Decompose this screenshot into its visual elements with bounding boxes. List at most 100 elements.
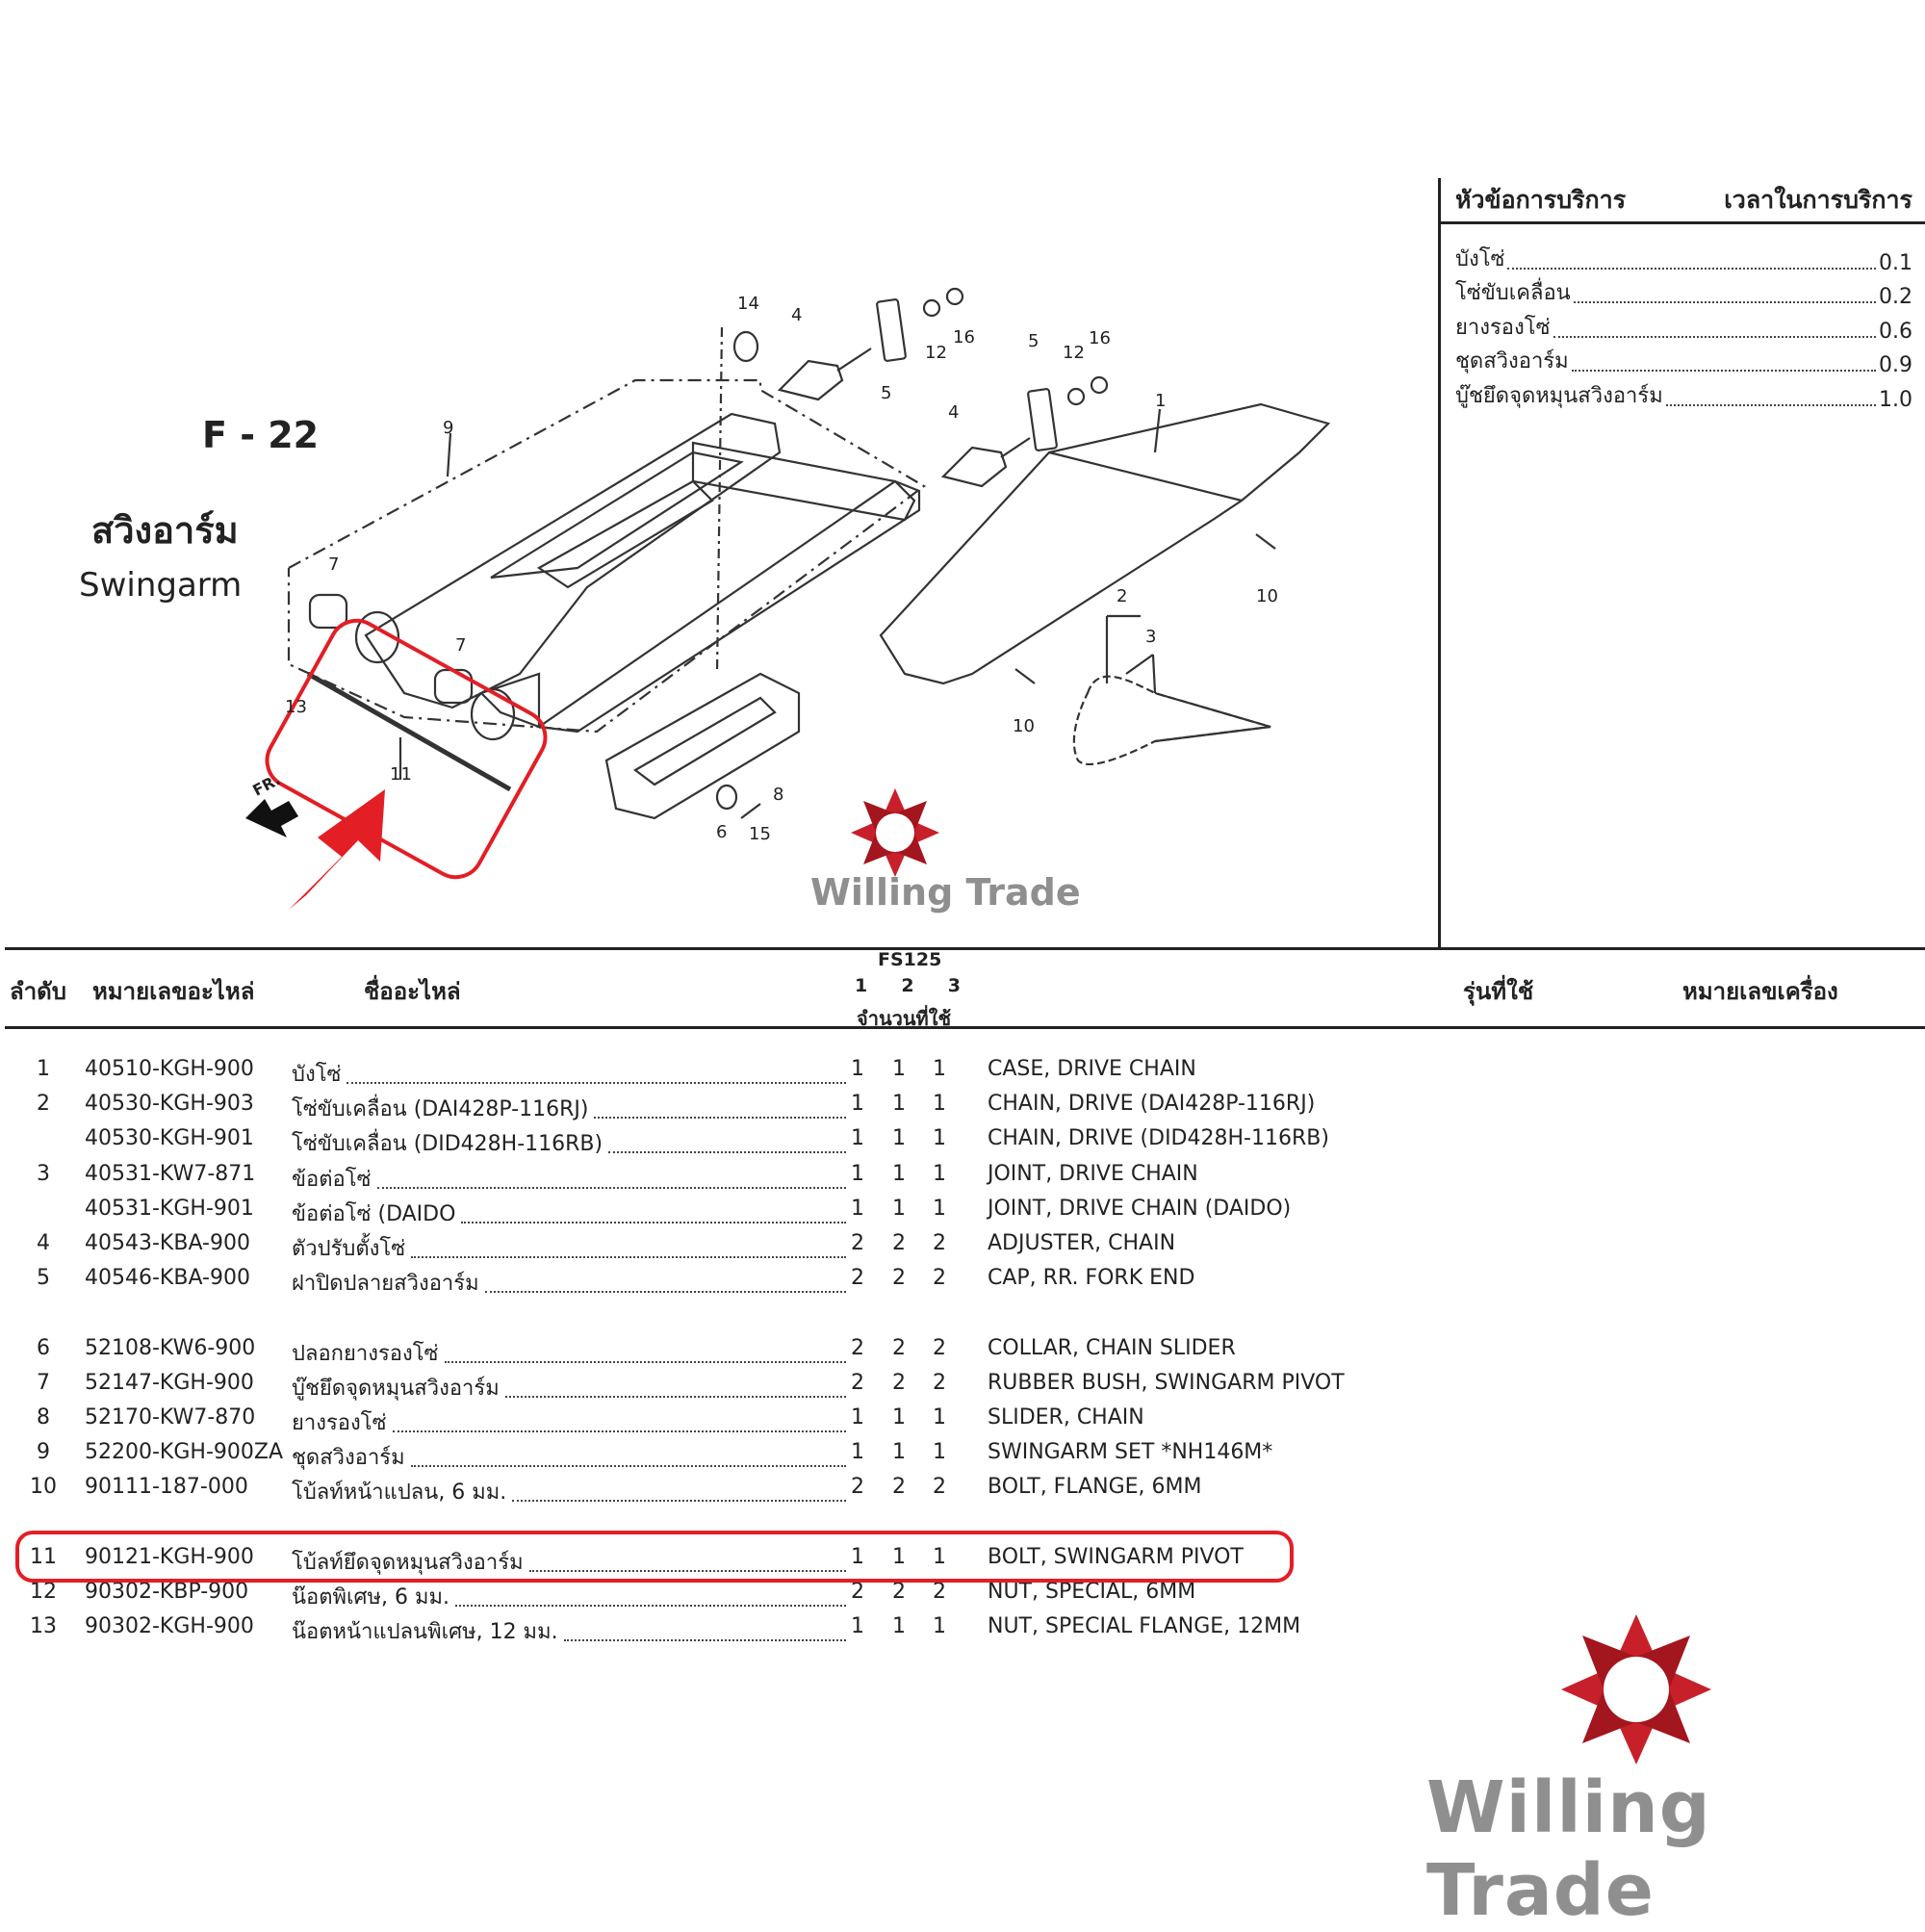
pivot-bolt-highlight: [265, 618, 548, 880]
nut-12-upper: [922, 298, 941, 318]
row-name-english: CAP, RR. FORK END: [988, 1266, 1195, 1291]
row-part-number: 52108-KW6-900: [85, 1335, 256, 1360]
row-name-text: บู๊ชยึดจุดหมุนสวิงอาร์ม: [292, 1376, 500, 1401]
table-row: 7 52147-KGH-900 บู๊ชยึดจุดหมุนสวิงอาร์ม …: [0, 1371, 1444, 1405]
pivot-tube-right: [470, 687, 516, 741]
row-name: ข้อต่อโซ่ (DAIDO: [292, 1197, 850, 1230]
col-header-used-in: รุ่นที่ใช้: [1463, 978, 1534, 1005]
watermark-text: Willing Trade: [810, 871, 1081, 914]
row-name-text: ฝาปิดปลายสวิงอาร์ม: [292, 1272, 479, 1297]
row-part-number: 90302-KGH-900: [85, 1614, 254, 1638]
row-name-english: BOLT, FLANGE, 6MM: [988, 1475, 1202, 1500]
callout-number: 13: [285, 697, 307, 717]
row-no: 13: [30, 1614, 57, 1638]
callout-number: 16: [953, 327, 975, 348]
row-name-text: บังโซ่: [292, 1063, 342, 1087]
row-qty-3: 1: [933, 1544, 946, 1569]
col-header-part-no: หมายเลขอะไหล่: [92, 978, 255, 1005]
pivot-bolt-11: [306, 671, 512, 792]
row-name-text: ข้อต่อโซ่: [292, 1167, 372, 1192]
row-qty-2: 2: [892, 1475, 906, 1500]
row-part-number: 40546-KBA-900: [85, 1266, 250, 1291]
parts-table-body: 1 40510-KGH-900 บังโซ่ 1 1 1 CASE, DRIVE…: [0, 1057, 1444, 1649]
row-part-number: 52200-KGH-900ZA: [85, 1440, 283, 1465]
row-part-number: 40530-KGH-901: [85, 1126, 254, 1151]
service-item-time: 0.6: [1879, 319, 1912, 344]
row-part-number: 52170-KW7-870: [85, 1404, 256, 1430]
row-qty-2: 2: [892, 1266, 906, 1291]
row-no: 10: [30, 1475, 57, 1500]
table-row: 40531-KGH-901 ข้อต่อโซ่ (DAIDO 1 1 1 JOI…: [0, 1197, 1444, 1231]
callout-number: 10: [1013, 716, 1035, 736]
leader-dots: [608, 1126, 846, 1154]
row-name: บังโซ่: [292, 1057, 850, 1091]
row-name-english: RUBBER BUSH, SWINGARM PIVOT: [988, 1370, 1345, 1395]
row-name: ปลอกยางรองโซ่: [292, 1336, 850, 1370]
nut-12-lower: [1066, 387, 1086, 406]
row-name: ข้อต่อโซ่: [292, 1162, 850, 1196]
front-arrow: [245, 799, 298, 837]
row-part-number: 40531-KGH-901: [85, 1196, 254, 1221]
row-qty-1: 1: [851, 1196, 864, 1221]
row-name-text: ข้อต่อโซ่ (DAIDO: [292, 1201, 456, 1226]
callout-number: 16: [1089, 328, 1111, 348]
row-name-english: NUT, SPECIAL, 6MM: [988, 1579, 1196, 1604]
row-part-number: 40543-KBA-900: [85, 1230, 250, 1255]
leader-dots: [411, 1231, 846, 1258]
row-qty-1: 1: [851, 1614, 864, 1638]
willing-trade-logo-icon: [1561, 1614, 1711, 1765]
row-name-text: โบ้ลท์ยึดจุดหมุนสวิงอาร์ม: [292, 1550, 524, 1575]
row-qty-3: 1: [933, 1440, 946, 1465]
service-item-time: 0.1: [1879, 250, 1912, 275]
col-header-name: ชื่ออะไหล่: [364, 978, 461, 1005]
leader-dots: [376, 1162, 846, 1189]
row-qty-2: 1: [892, 1161, 906, 1186]
row-name-english: JOINT, DRIVE CHAIN: [988, 1161, 1198, 1186]
row-name-text: ตัวปรับตั้งโซ่: [292, 1236, 406, 1261]
row-name-english: NUT, SPECIAL FLANGE, 12MM: [988, 1614, 1301, 1638]
row-name-text: ชุดสวิงอาร์ม: [292, 1446, 405, 1471]
table-row: 10 90111-187-000 โบ้ลท์หน้าแปลน, 6 มม. 2…: [0, 1475, 1444, 1509]
row-qty-3: 2: [933, 1475, 946, 1500]
row-qty-2: 2: [892, 1370, 906, 1395]
row-name: โซ่ขับเคลื่อน (DAI428P-116RJ): [292, 1092, 850, 1125]
table-row: 3 40531-KW7-871 ข้อต่อโซ่ 1 1 1 JOINT, D…: [0, 1162, 1444, 1197]
row-qty-3: 1: [933, 1614, 946, 1638]
swingarm-set-outline: [287, 378, 926, 734]
washer-14: [732, 330, 759, 363]
leader-dots: [461, 1197, 846, 1224]
row-name-english: ADJUSTER, CHAIN: [988, 1230, 1176, 1255]
leader-dots: [504, 1371, 846, 1398]
callout-number: 14: [737, 294, 759, 314]
table-top-rule: [5, 947, 1925, 950]
leader-dots: [563, 1614, 846, 1641]
leader-dots: [1573, 301, 1876, 303]
row-qty-2: 1: [892, 1057, 906, 1081]
row-name-text: น๊อตหน้าแปลนพิเศษ, 12 มม.: [292, 1620, 558, 1644]
fork-end-cap-upper: [876, 298, 907, 362]
callout-number: 7: [328, 554, 339, 575]
row-qty-3: 1: [933, 1196, 946, 1221]
callout-number: 5: [1028, 331, 1039, 351]
title-thai: สวิงอาร์ม: [91, 509, 239, 552]
row-qty-2: 1: [892, 1092, 906, 1117]
table-row: 1 40510-KGH-900 บังโซ่ 1 1 1 CASE, DRIVE…: [0, 1057, 1444, 1092]
row-part-number: 90111-187-000: [85, 1475, 248, 1500]
leader-dots: [1571, 370, 1876, 372]
service-item-name: ยางรองโซ่: [1455, 315, 1551, 340]
row-qty-1: 1: [851, 1092, 864, 1117]
willing-trade-logo-text: Willing Trade: [1426, 1766, 1711, 1932]
leader-dots: [455, 1580, 846, 1607]
row-qty-3: 1: [933, 1161, 946, 1186]
service-item-time: 1.0: [1879, 387, 1912, 412]
chain-slider: [604, 672, 801, 820]
row-qty-3: 2: [933, 1266, 946, 1291]
row-qty-1: 2: [851, 1370, 864, 1395]
row-qty-3: 1: [933, 1057, 946, 1081]
row-name: ตัวปรับตั้งโซ่: [292, 1231, 850, 1265]
row-qty-1: 2: [851, 1230, 864, 1255]
service-item-name: บู๊ชยึดจุดหมุนสวิงอาร์ม: [1455, 383, 1663, 408]
row-part-number: 40510-KGH-900: [85, 1057, 254, 1081]
row-qty-1: 2: [851, 1335, 864, 1360]
